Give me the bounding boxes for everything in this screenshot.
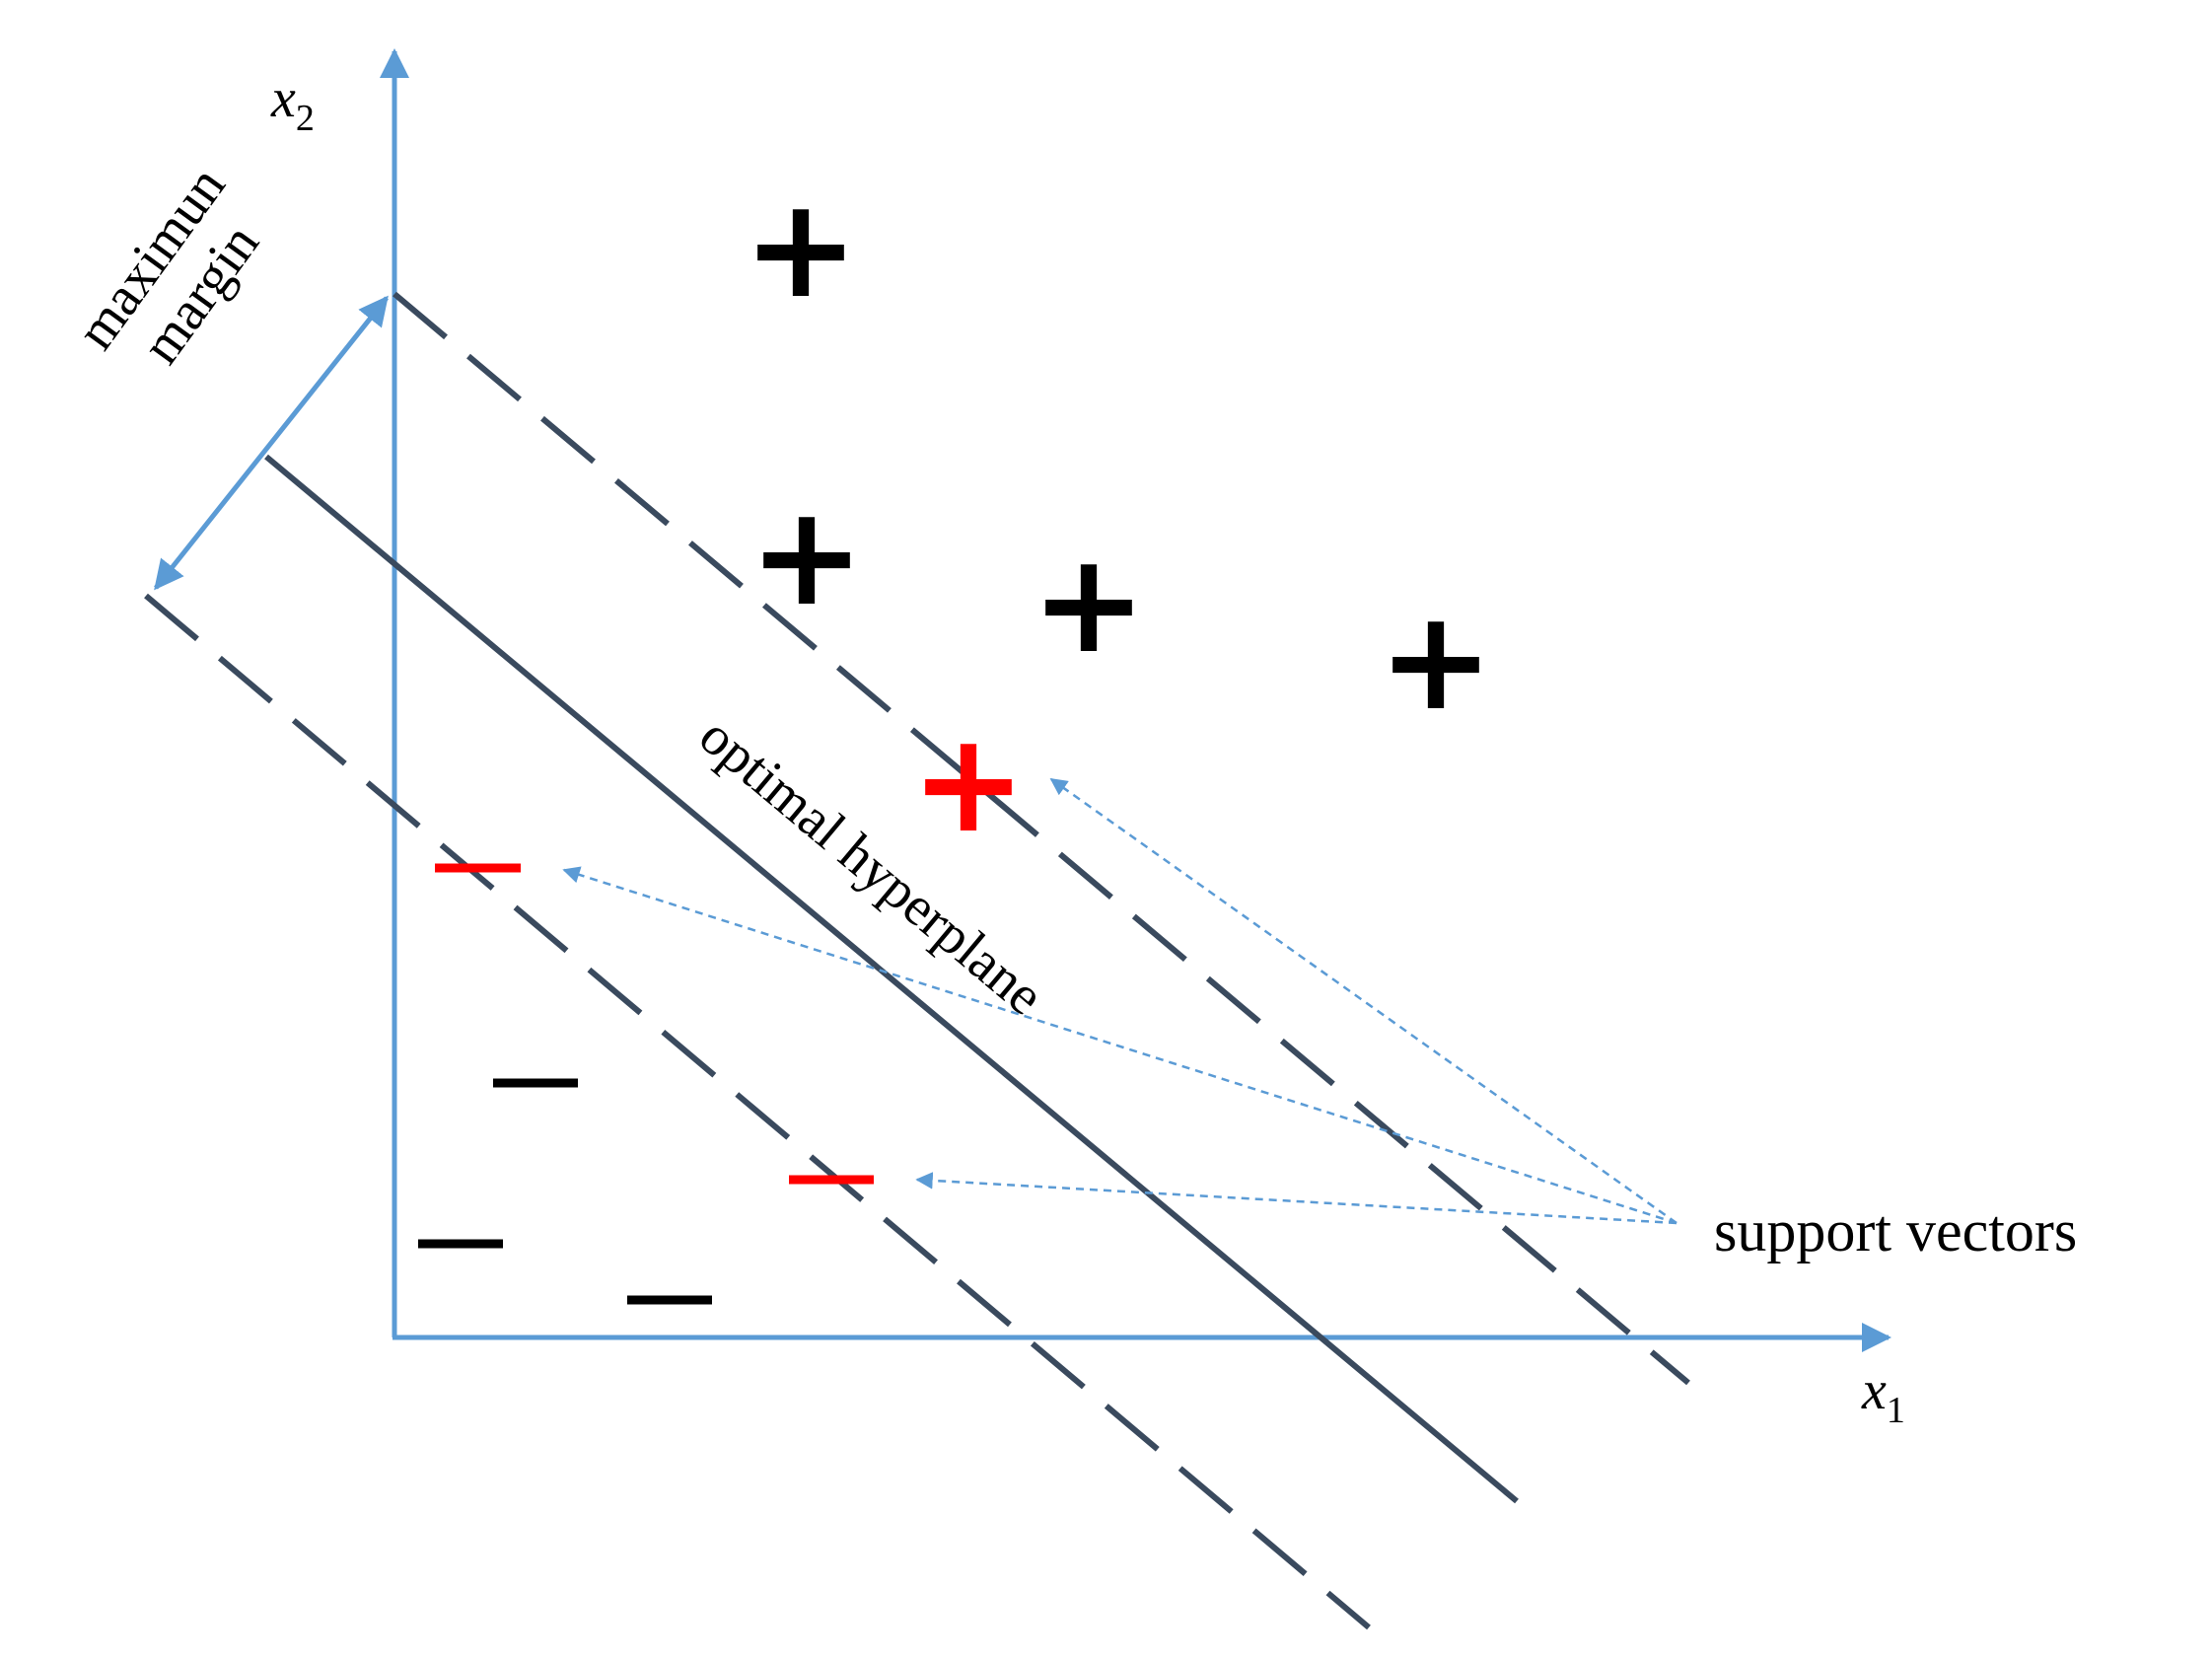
positive-point: + xyxy=(1378,581,1493,742)
support-vector-pointer xyxy=(1049,777,1677,1225)
optimal-hyperplane-line xyxy=(264,454,1519,1504)
positive-point: + xyxy=(743,169,858,329)
positive-point: + xyxy=(749,476,864,637)
support-vector-pointer xyxy=(915,1172,1677,1225)
margin-label: maximun margin xyxy=(65,156,271,375)
support-vectors-label: support vectors xyxy=(1714,1198,2077,1263)
lower-margin-boundary xyxy=(144,593,1371,1630)
upper-margin-boundary xyxy=(392,291,1690,1386)
x-axis-label: x1 xyxy=(1861,1360,1905,1431)
positive-point: + xyxy=(1031,524,1146,685)
positive-support-vector: + xyxy=(910,703,1026,864)
support-vector-pointer xyxy=(562,866,1677,1225)
margin-width-arrow xyxy=(154,295,389,591)
y-axis-label: x2 xyxy=(270,68,315,139)
